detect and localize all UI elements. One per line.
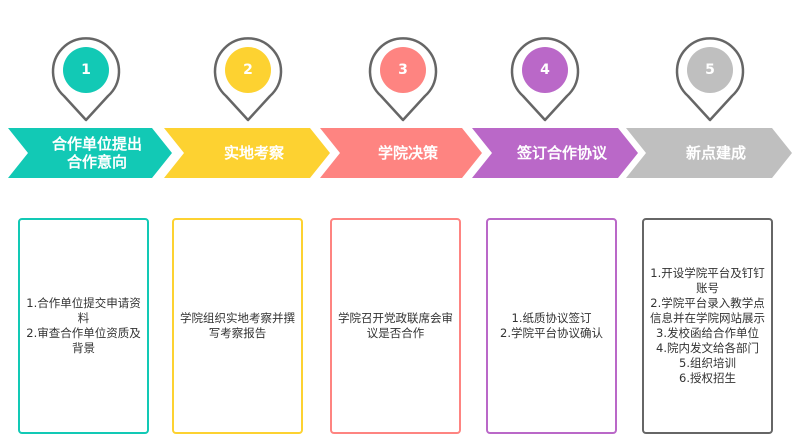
map-pin-icon: [675, 37, 745, 122]
step-4-pin: 4: [505, 30, 585, 125]
step-2-pin: 2: [208, 30, 288, 125]
step-number: 5: [705, 62, 715, 78]
step-4-chevron: 签订合作协议: [472, 128, 638, 178]
step-title: 新点建成: [685, 144, 746, 162]
step-3-chevron: 学院决策: [320, 128, 482, 178]
map-pin-icon: [51, 37, 121, 122]
step-number: 2: [243, 62, 253, 78]
step-1-chevron: 合作单位提出 合作意向: [8, 128, 172, 178]
step-2-description: 学院组织实地考察并撰写考察报告: [172, 218, 303, 434]
step-5-chevron: 新点建成: [626, 128, 792, 178]
step-title: 学院决策: [377, 144, 438, 162]
map-pin-icon: [510, 37, 580, 122]
step-title: 实地考察: [223, 144, 284, 162]
step-title: 签订合作协议: [516, 144, 607, 162]
map-pin-icon: [213, 37, 283, 122]
step-3-pin: 3: [363, 30, 443, 125]
step-1-description: 1.合作单位提交申请资料 2.审查合作单位资质及背景: [18, 218, 149, 434]
step-1-pin: 1: [46, 30, 126, 125]
step-5-description: 1.开设学院平台及钉钉账号 2.学院平台录入教学点信息并在学院网站展示 3.发校…: [642, 218, 773, 434]
step-number: 4: [540, 62, 550, 78]
step-3-description: 学院召开党政联席会审议是否合作: [330, 218, 461, 434]
step-number: 1: [81, 62, 91, 78]
step-5-pin: 5: [670, 30, 750, 125]
step-title: 合作单位提出 合作意向: [51, 135, 142, 171]
step-2-chevron: 实地考察: [164, 128, 330, 178]
map-pin-icon: [368, 37, 438, 122]
step-4-description: 1.纸质协议签订 2.学院平台协议确认: [486, 218, 617, 434]
step-number: 3: [398, 62, 408, 78]
